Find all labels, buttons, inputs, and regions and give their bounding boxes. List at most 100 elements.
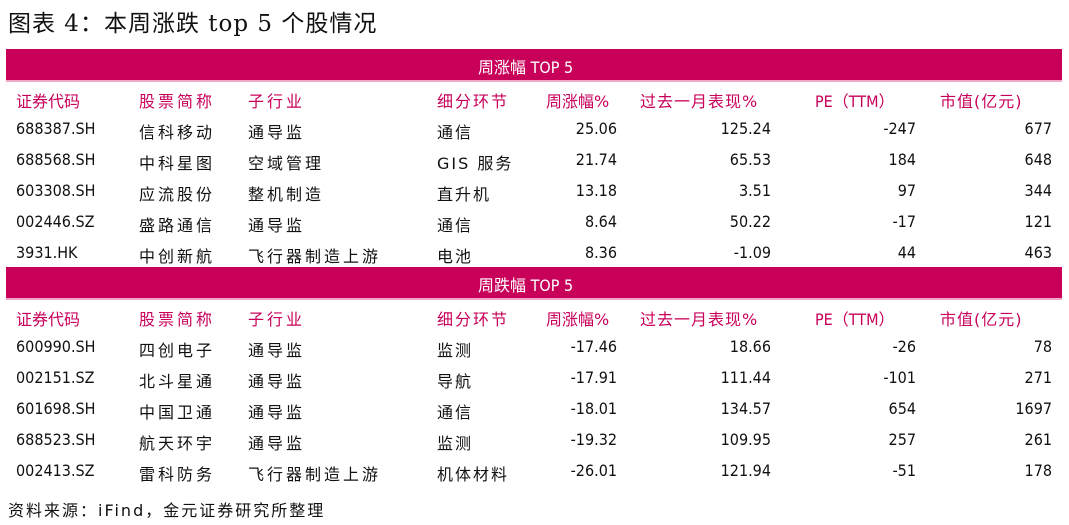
cell-code: 002151.SZ [16,368,95,387]
cell-segment: 导航 [437,372,474,391]
cell-weekly-pct: -17.46 [570,337,617,356]
figure-title: 图表 4：本周涨跌 top 5 个股情况 [8,11,378,37]
cell-weekly-pct: 25.06 [575,119,617,138]
header-segment: 细分环节 [437,310,510,329]
header-weekly-pct: 周涨幅% [546,310,610,329]
table-row: 600990.SH 四创电子 通导监 监测 -17.46 18.66 -26 7… [0,331,1069,362]
cell-mcap: 648 [1024,150,1052,169]
cell-weekly-pct: -18.01 [570,399,617,418]
header-month-pct: 过去一月表现% [640,310,759,329]
cell-code: 603308.SH [16,181,96,200]
cell-pe: 654 [888,399,916,418]
cell-name: 应流股份 [139,185,216,204]
section-band-losers: 周跌幅 TOP 5 [6,267,1062,300]
cell-mcap: 261 [1024,430,1052,449]
cell-code: 601698.SH [16,399,96,418]
cell-name: 中创新航 [139,247,216,266]
section-label-gainers: 周涨幅 TOP 5 [478,58,574,77]
cell-segment: 监测 [437,434,474,453]
header-month-pct: 过去一月表现% [640,92,759,111]
cell-weekly-pct: 13.18 [575,181,617,200]
cell-mcap: 344 [1024,181,1052,200]
cell-sub-industry: 通导监 [248,341,306,360]
cell-weekly-pct: 21.74 [575,150,617,169]
cell-segment: 电池 [437,247,474,266]
cell-month-pct: 65.53 [729,150,771,169]
table-header-row: 证券代码 股票简称 子行业 细分环节 周涨幅% 过去一月表现% PE（TTM） … [0,82,1069,113]
section-label-losers: 周跌幅 TOP 5 [478,276,574,295]
table-row: 002151.SZ 北斗星通 通导监 导航 -17.91 111.44 -101… [0,362,1069,393]
cell-pe: -17 [892,212,916,231]
cell-name: 四创电子 [139,341,216,360]
cell-sub-industry: 通导监 [248,434,306,453]
cell-pe: 44 [897,243,916,262]
cell-code: 002413.SZ [16,461,95,480]
table-row: 002413.SZ 雷科防务 飞行器制造上游 机体材料 -26.01 121.9… [0,455,1069,486]
cell-month-pct: 50.22 [729,212,771,231]
cell-mcap: 463 [1024,243,1052,262]
header-name: 股票简称 [139,310,216,329]
cell-month-pct: 3.51 [738,181,771,200]
cell-mcap: 677 [1024,119,1052,138]
cell-segment: GIS 服务 [437,154,514,173]
cell-name: 盛路通信 [139,216,216,235]
header-pe: PE（TTM） [815,92,895,111]
cell-mcap: 178 [1024,461,1052,480]
table-row: 601698.SH 中国卫通 通导监 通信 -18.01 134.57 654 … [0,393,1069,424]
cell-sub-industry: 整机制造 [248,185,325,204]
header-mcap: 市值(亿元) [940,310,1023,329]
cell-sub-industry: 飞行器制造上游 [248,247,382,266]
cell-name: 航天环宇 [139,434,216,453]
header-segment: 细分环节 [437,92,510,111]
cell-segment: 通信 [437,403,474,422]
header-name: 股票简称 [139,92,216,111]
table-row: 688568.SH 中科星图 空域管理 GIS 服务 21.74 65.53 1… [0,144,1069,175]
cell-sub-industry: 通导监 [248,372,306,391]
header-mcap: 市值(亿元) [940,92,1023,111]
cell-pe: 257 [888,430,916,449]
cell-name: 北斗星通 [139,372,216,391]
cell-code: 688568.SH [16,150,96,169]
cell-segment: 通信 [437,216,474,235]
cell-mcap: 121 [1024,212,1052,231]
header-sub-industry: 子行业 [248,92,306,111]
cell-segment: 通信 [437,123,474,142]
cell-weekly-pct: -17.91 [570,368,617,387]
cell-mcap: 78 [1033,337,1052,356]
cell-code: 002446.SZ [16,212,95,231]
cell-code: 3931.HK [16,243,78,262]
cell-mcap: 271 [1024,368,1052,387]
cell-sub-industry: 空域管理 [248,154,325,173]
table-row: 002446.SZ 盛路通信 通导监 通信 8.64 50.22 -17 121 [0,206,1069,237]
cell-weekly-pct: -19.32 [570,430,617,449]
cell-sub-industry: 飞行器制造上游 [248,465,382,484]
table-row: 3931.HK 中创新航 飞行器制造上游 电池 8.36 -1.09 44 46… [0,237,1069,268]
cell-month-pct: -1.09 [733,243,771,262]
cell-month-pct: 121.94 [720,461,771,480]
cell-name: 信科移动 [139,123,216,142]
cell-pe: -247 [883,119,916,138]
cell-sub-industry: 通导监 [248,216,306,235]
table-row: 603308.SH 应流股份 整机制造 直升机 13.18 3.51 97 34… [0,175,1069,206]
cell-code: 688523.SH [16,430,96,449]
cell-segment: 直升机 [437,185,492,204]
cell-pe: -51 [892,461,916,480]
section-band-gainers: 周涨幅 TOP 5 [6,49,1062,82]
cell-weekly-pct: 8.36 [584,243,617,262]
cell-code: 600990.SH [16,337,96,356]
table-header-row: 证券代码 股票简称 子行业 细分环节 周涨幅% 过去一月表现% PE（TTM） … [0,300,1069,331]
cell-pe: 184 [888,150,916,169]
cell-segment: 监测 [437,341,474,360]
cell-weekly-pct: 8.64 [584,212,617,231]
cell-month-pct: 134.57 [720,399,771,418]
table-row: 688387.SH 信科移动 通导监 通信 25.06 125.24 -247 … [0,113,1069,144]
header-code: 证券代码 [16,310,81,329]
cell-month-pct: 111.44 [720,368,771,387]
header-weekly-pct: 周涨幅% [546,92,610,111]
header-sub-industry: 子行业 [248,310,306,329]
cell-weekly-pct: -26.01 [570,461,617,480]
cell-segment: 机体材料 [437,465,510,484]
cell-sub-industry: 通导监 [248,123,306,142]
cell-code: 688387.SH [16,119,96,138]
header-code: 证券代码 [16,92,81,111]
